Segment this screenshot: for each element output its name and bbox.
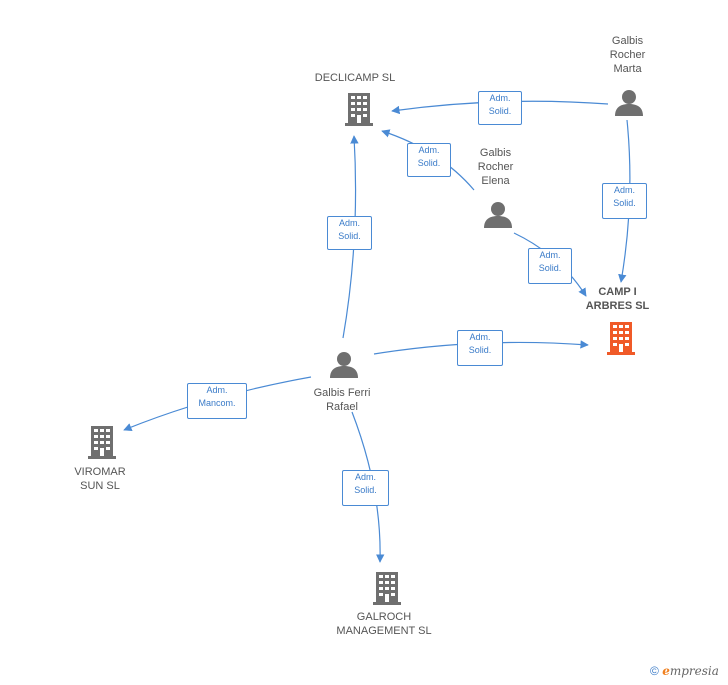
building-icon[interactable] [88, 426, 116, 459]
person-icon[interactable] [615, 90, 643, 116]
footer-brand: © empresia [650, 664, 719, 678]
relation-label[interactable]: Adm. Solid. [407, 143, 451, 177]
relation-label[interactable]: Adm. Solid. [327, 216, 372, 250]
node-label-declicamp[interactable]: DECLICAMP SL [314, 72, 396, 84]
relation-label[interactable]: Adm. Mancom. [187, 383, 247, 419]
copyright-icon: © [650, 664, 659, 678]
node-label-galroch[interactable]: GALROCH MANAGEMENT SL [336, 611, 432, 637]
node-label-viromar[interactable]: VIROMAR SUN SL [74, 466, 126, 492]
relation-label[interactable]: Adm. Solid. [528, 248, 572, 284]
building-icon[interactable] [607, 322, 635, 355]
node-label-camp[interactable]: CAMP I ARBRES SL [585, 286, 650, 312]
person-icon[interactable] [330, 352, 358, 378]
building-icon[interactable] [373, 572, 401, 605]
person-icon[interactable] [484, 202, 512, 228]
building-icon[interactable] [345, 93, 373, 126]
relation-label[interactable]: Adm. Solid. [478, 91, 522, 125]
brand-logo: empresia [662, 664, 719, 678]
relation-label[interactable]: Adm. Solid. [342, 470, 389, 506]
node-label-elena[interactable]: Galbis Rocher Elena [477, 147, 514, 187]
relation-label[interactable]: Adm. Solid. [457, 330, 503, 366]
relation-label[interactable]: Adm. Solid. [602, 183, 647, 219]
node-label-marta[interactable]: Galbis Rocher Marta [609, 35, 646, 75]
node-label-rafael[interactable]: Galbis Ferri Rafael [313, 387, 371, 413]
